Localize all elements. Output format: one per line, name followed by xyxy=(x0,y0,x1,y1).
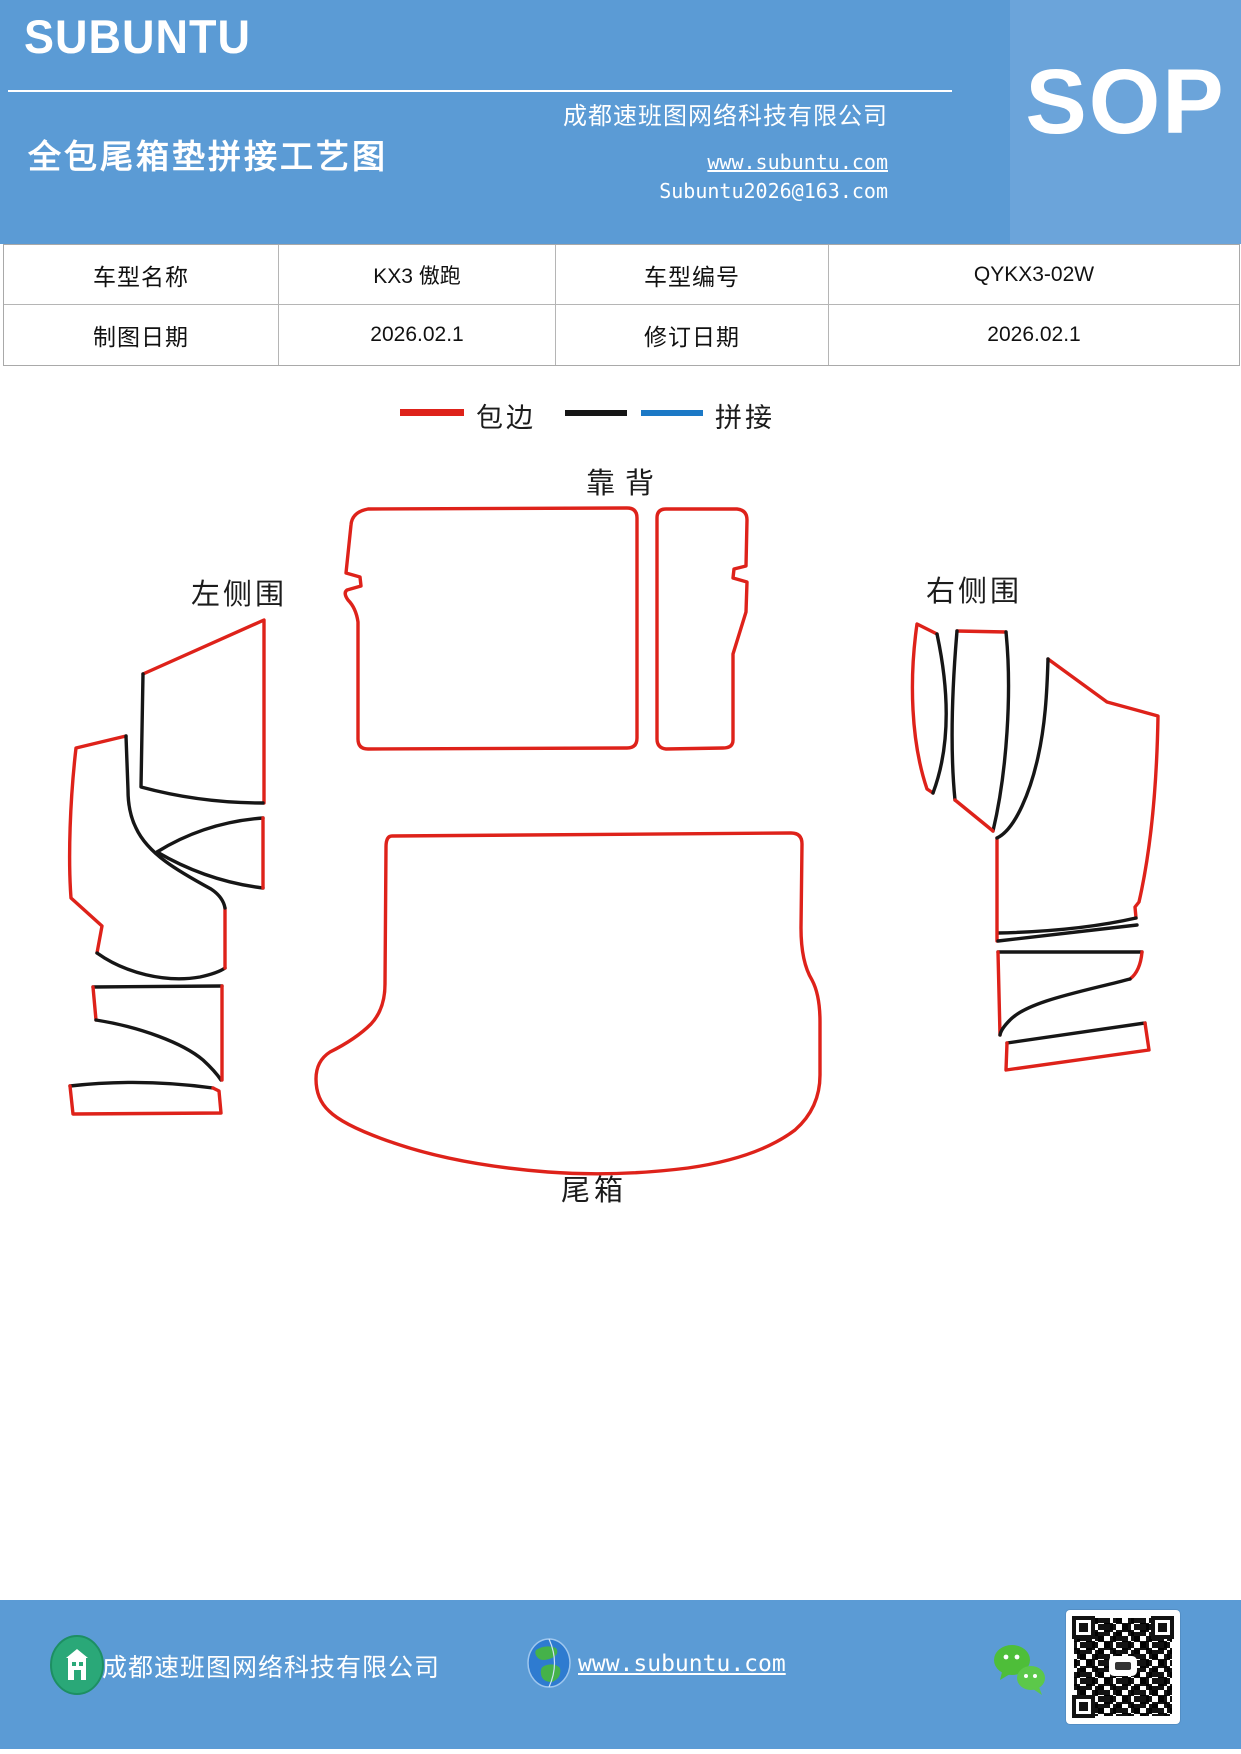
header-band: SOP SUBUNTU 全包尾箱垫拼接工艺图 成都速班图网络科技有限公司 www… xyxy=(0,0,1241,244)
footer-website-link[interactable]: www.subuntu.com xyxy=(578,1651,786,1677)
legend-stitch-blue-swatch xyxy=(641,410,703,416)
model-name-label: 车型名称 xyxy=(4,245,279,305)
legend-edge-swatch xyxy=(400,409,464,416)
revise-date-label: 修订日期 xyxy=(556,305,829,365)
model-name-value: KX3 傲跑 xyxy=(279,245,556,305)
sop-label: SOP xyxy=(1025,51,1226,153)
backrest-left-piece xyxy=(343,506,639,751)
header-company-name: 成都速班图网络科技有限公司 xyxy=(563,104,888,130)
legend-stitch-label: 拼接 xyxy=(715,403,775,433)
qr-finder-top-left xyxy=(1072,1616,1095,1639)
backrest-label: 靠背 xyxy=(586,468,665,500)
vehicle-info-table: 车型名称 KX3 傲跑 车型编号 QYKX3-02W 制图日期 2026.02.… xyxy=(3,244,1240,366)
model-code-value: QYKX3-02W xyxy=(829,245,1239,305)
trunk-piece xyxy=(314,831,822,1176)
legend-stitch-black-swatch xyxy=(565,410,627,416)
qr-center-logo xyxy=(1109,1656,1137,1676)
left-side-label: 左侧围 xyxy=(191,579,288,611)
revise-date-value: 2026.02.1 xyxy=(987,323,1081,346)
draw-date-label: 制图日期 xyxy=(4,305,279,365)
building-icon xyxy=(50,1635,104,1695)
trunk-label: 尾箱 xyxy=(561,1175,628,1207)
model-code-label: 车型编号 xyxy=(556,245,829,305)
page-title: 全包尾箱垫拼接工艺图 xyxy=(28,140,388,176)
header-website-link[interactable]: www.subuntu.com xyxy=(707,150,888,174)
brand-logo: SUBUNTU xyxy=(24,10,251,64)
qr-finder-top-right xyxy=(1151,1616,1174,1639)
qr-finder-bottom-left xyxy=(1072,1695,1095,1718)
footer-company-name: 成都速班图网络科技有限公司 xyxy=(102,1655,441,1682)
wechat-icon xyxy=(994,1645,1045,1695)
header-email: Subuntu2026@163.com xyxy=(659,179,888,203)
sop-box: SOP xyxy=(1010,0,1241,244)
backrest-right-piece xyxy=(655,507,749,751)
header-divider-line xyxy=(8,90,952,92)
legend-edge-label: 包边 xyxy=(476,403,536,433)
globe-icon xyxy=(527,1638,571,1688)
left-side-group xyxy=(67,618,266,1116)
right-side-group xyxy=(910,622,1160,1072)
right-side-label: 右侧围 xyxy=(926,576,1023,608)
draw-date-value: 2026.02.1 xyxy=(279,305,556,365)
qr-code xyxy=(1066,1610,1180,1724)
